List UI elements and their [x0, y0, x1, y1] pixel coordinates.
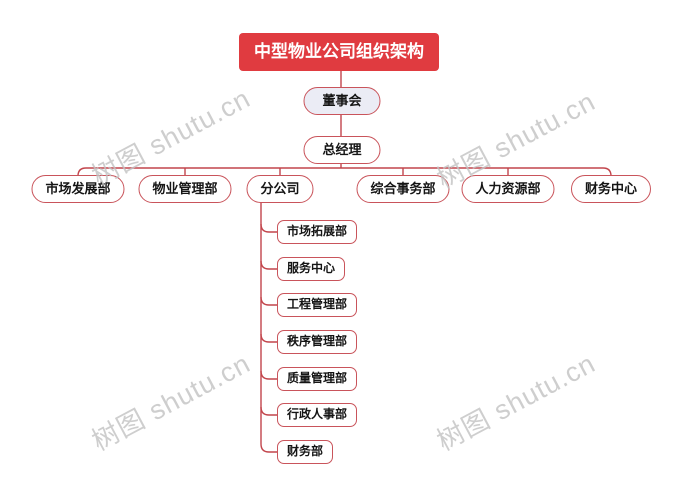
chart-title: 中型物业公司组织架构: [239, 33, 439, 71]
sub-finance: 财务部: [277, 440, 334, 464]
dept-human-resources: 人力资源部: [461, 175, 555, 203]
sub-admin-hr: 行政人事部: [277, 403, 358, 427]
line-elbow-sub7: [260, 443, 277, 453]
dept-finance-center: 财务中心: [570, 175, 652, 203]
line-elbow-sub2: [260, 260, 277, 270]
line-elbow-sub3: [260, 296, 277, 306]
line-elbow-sub4: [260, 333, 277, 343]
dept-market-development: 市场发展部: [31, 175, 125, 203]
line-elbow-sub6: [260, 406, 277, 416]
line-dept-rail: [77, 167, 612, 177]
sub-market-expansion: 市场拓展部: [277, 220, 358, 244]
line-elbow-sub5: [260, 370, 277, 380]
sub-quality-management: 质量管理部: [277, 367, 358, 391]
sub-engineering-management: 工程管理部: [277, 293, 358, 317]
sub-order-management: 秩序管理部: [277, 330, 358, 354]
sub-service-center: 服务中心: [277, 257, 346, 281]
line-elbow-sub1: [260, 223, 277, 233]
node-general-manager: 总经理: [303, 136, 381, 164]
dept-general-affairs: 综合事务部: [356, 175, 450, 203]
dept-property-management: 物业管理部: [138, 175, 232, 203]
node-board-of-directors: 董事会: [303, 87, 381, 115]
dept-branch-company: 分公司: [246, 175, 314, 203]
